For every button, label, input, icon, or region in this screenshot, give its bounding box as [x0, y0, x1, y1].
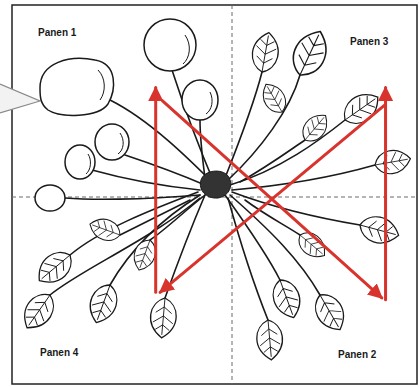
leaf	[31, 245, 78, 290]
zone-label: Panen 1	[36, 26, 78, 40]
shading-stroke	[118, 133, 123, 154]
shading-stroke	[86, 154, 90, 174]
divider-line	[232, 5, 233, 384]
leaf	[249, 30, 281, 74]
fruit	[182, 80, 218, 120]
fruits	[35, 19, 218, 211]
leaf	[286, 25, 334, 81]
branch	[228, 75, 300, 180]
harvest-arrow	[154, 87, 157, 292]
harvest-arrow	[384, 87, 387, 299]
leaf	[86, 214, 123, 244]
fruit-shading	[86, 35, 212, 174]
callout-pointer	[0, 84, 40, 113]
zone-label-holder: Panen 1	[36, 26, 78, 40]
leaf	[149, 297, 178, 339]
leaf	[17, 288, 61, 335]
leaf	[129, 236, 159, 273]
zone-label-holder: Panen 2	[336, 348, 378, 362]
harvest-arrow	[160, 104, 385, 292]
leaf	[84, 281, 122, 327]
branch	[150, 195, 205, 240]
branch	[228, 198, 268, 320]
branch	[200, 120, 205, 178]
branch	[232, 192, 360, 225]
shading-stroke	[98, 70, 104, 100]
harvest-arrow	[162, 101, 382, 298]
leaf	[373, 147, 412, 176]
fruit	[144, 19, 196, 71]
fruit	[35, 185, 65, 211]
fruit	[40, 58, 114, 115]
zone-label: Panen 4	[38, 346, 80, 360]
leaf	[293, 227, 331, 263]
branch	[50, 198, 200, 295]
shading-stroke	[183, 35, 189, 64]
harvest-zone: Panen 4	[14, 197, 232, 384]
zone-label-holder: Panen 3	[348, 35, 390, 49]
plant-center	[200, 171, 230, 198]
harvest-zone: Panen 1	[14, 8, 232, 197]
quadrant-dividers	[12, 5, 417, 384]
branch	[232, 165, 375, 190]
shading-stroke	[206, 92, 212, 114]
branch	[120, 200, 190, 235]
branch	[225, 195, 280, 280]
branch	[225, 72, 262, 178]
fruit	[65, 145, 95, 179]
branch	[92, 170, 200, 190]
fruit	[95, 124, 129, 160]
frame	[12, 5, 417, 384]
harvest-zone: Panen 3	[232, 8, 417, 197]
branch	[245, 200, 300, 235]
harvest-zone: Panen 2	[232, 197, 417, 384]
leaf	[268, 276, 306, 322]
zone-label: Panen 2	[336, 348, 378, 362]
branch	[70, 192, 198, 255]
leaf	[338, 87, 385, 131]
leaf	[255, 319, 284, 361]
leaf	[357, 213, 402, 248]
leaf	[297, 109, 333, 147]
branch	[240, 140, 305, 182]
branch	[230, 120, 345, 185]
zone-label-holder: Panen 4	[38, 346, 80, 360]
zone-label: Panen 3	[348, 35, 390, 49]
leaf	[257, 79, 291, 117]
leaf	[309, 289, 351, 336]
leaves	[17, 25, 413, 361]
